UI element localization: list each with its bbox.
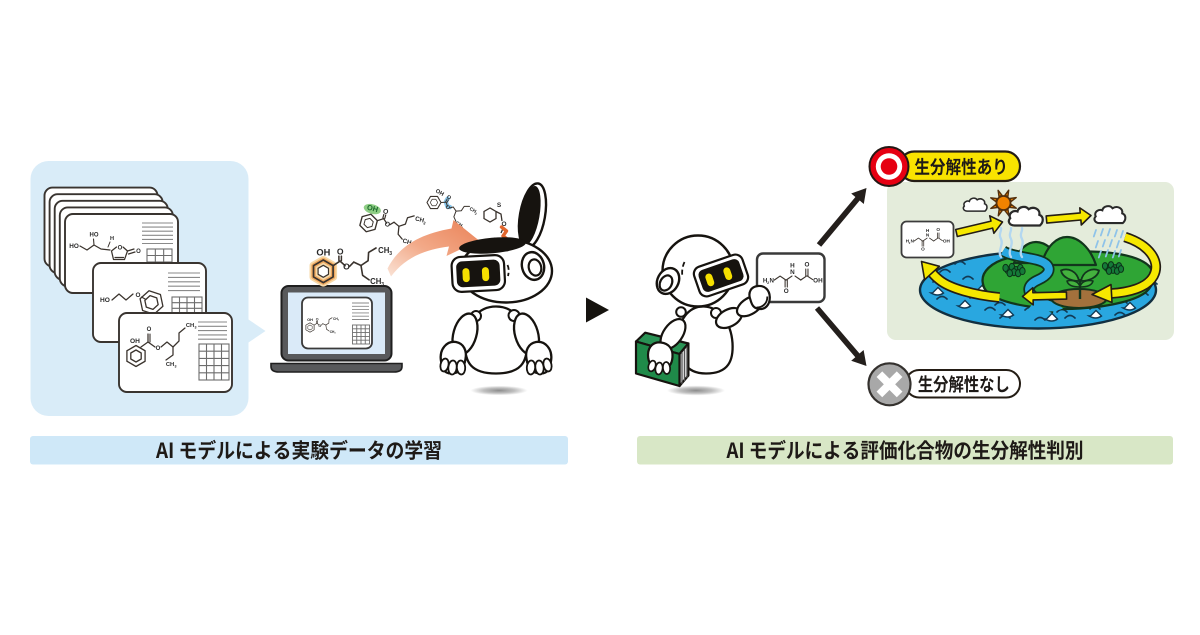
svg-text:O: O xyxy=(936,227,940,232)
svg-text:O: O xyxy=(118,246,123,252)
svg-text:CH: CH xyxy=(468,206,477,215)
svg-text:O: O xyxy=(337,247,344,257)
svg-text:CH: CH xyxy=(370,277,382,286)
svg-text:O: O xyxy=(445,194,452,201)
svg-text:H: H xyxy=(926,228,930,233)
svg-text:CH: CH xyxy=(402,238,413,247)
svg-text:OH: OH xyxy=(366,203,379,215)
svg-text:OH: OH xyxy=(316,247,330,257)
svg-text:CH: CH xyxy=(330,330,335,334)
svg-text:N: N xyxy=(769,277,774,284)
svg-text:O: O xyxy=(318,324,321,328)
svg-text:2: 2 xyxy=(767,281,769,285)
svg-text:S: S xyxy=(497,202,502,209)
svg-text:H: H xyxy=(763,277,768,284)
svg-text:O: O xyxy=(444,204,451,211)
svg-text:O: O xyxy=(147,327,152,333)
svg-text:H: H xyxy=(790,263,795,270)
svg-text:O: O xyxy=(136,249,141,255)
svg-text:CH: CH xyxy=(414,215,425,224)
svg-text:CH: CH xyxy=(186,323,194,329)
svg-text:OH: OH xyxy=(943,239,951,244)
svg-text:N: N xyxy=(911,239,914,244)
svg-text:3: 3 xyxy=(195,326,197,330)
svg-text:HO: HO xyxy=(100,297,110,304)
svg-text:CH: CH xyxy=(333,317,338,321)
svg-text:2: 2 xyxy=(909,241,911,245)
svg-text:N: N xyxy=(926,232,930,237)
svg-text:3: 3 xyxy=(381,282,384,288)
svg-text:O: O xyxy=(804,261,809,268)
svg-text:3: 3 xyxy=(338,320,340,322)
svg-text:CH: CH xyxy=(166,362,174,368)
svg-text:3: 3 xyxy=(389,251,392,257)
svg-text:O: O xyxy=(501,221,506,228)
svg-text:3: 3 xyxy=(334,333,336,335)
svg-text:OH: OH xyxy=(434,188,444,198)
svg-text:O: O xyxy=(343,262,350,272)
svg-text:O: O xyxy=(384,221,392,229)
svg-text:O: O xyxy=(921,246,925,251)
svg-text:CH: CH xyxy=(378,246,390,255)
svg-text:O: O xyxy=(382,208,390,216)
svg-text:H: H xyxy=(906,239,909,244)
svg-text:OH: OH xyxy=(813,277,823,284)
svg-text:3: 3 xyxy=(474,212,478,216)
svg-text:3: 3 xyxy=(423,220,427,226)
svg-text:O: O xyxy=(316,318,319,322)
svg-text:OH: OH xyxy=(130,338,140,345)
svg-text:H: H xyxy=(110,236,114,242)
svg-text:O: O xyxy=(136,292,141,299)
svg-text:HO: HO xyxy=(90,233,99,239)
svg-text:HO: HO xyxy=(69,243,79,250)
svg-text:OH: OH xyxy=(307,317,313,322)
svg-text:O: O xyxy=(784,288,789,295)
svg-text:3: 3 xyxy=(175,365,177,369)
svg-text:N: N xyxy=(790,269,795,276)
svg-text:O: O xyxy=(156,346,161,352)
